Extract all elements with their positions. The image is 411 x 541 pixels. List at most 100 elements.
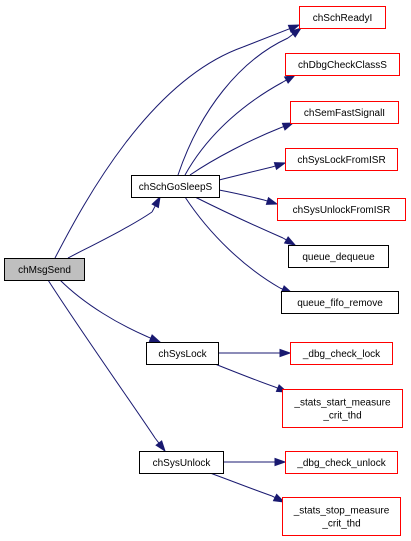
node-stats-stop-measure-crit-thd[interactable]: _stats_stop_measure _crit_thd	[282, 497, 401, 536]
edge-ch-sch-go-sleep-s-to-ch-sch-ready-i	[177, 27, 303, 176]
node-ch-sys-lock[interactable]: chSysLock	[146, 342, 219, 365]
node-label: queue_dequeue	[302, 252, 375, 263]
node-ch-msg-send[interactable]: chMsgSend	[4, 258, 85, 281]
node-label: chSysUnlockFromISR	[293, 205, 391, 216]
arrow-head-icon	[281, 122, 295, 131]
node-dbg-check-lock[interactable]: _dbg_check_lock	[290, 342, 393, 365]
node-label: _dbg_check_unlock	[296, 458, 386, 469]
arrow-head-icon	[274, 457, 287, 467]
edge-line	[54, 46, 244, 259]
edge-line	[59, 279, 149, 338]
nodes-layer: chMsgSend chSchGoSleepS chSysLock chSysUnlo…	[4, 6, 406, 536]
edge-ch-sch-go-sleep-s-to-queue-fifo-remove	[184, 196, 294, 294]
node-ch-sys-lock-from-isr[interactable]: chSysLockFromISR	[285, 148, 398, 171]
arrow-head-icon	[290, 27, 303, 38]
arrow-head-icon	[279, 348, 292, 358]
node-label: _stats_start_measure	[293, 398, 391, 409]
node-box[interactable]	[4, 258, 85, 281]
node-label: _crit_thd	[321, 519, 360, 530]
edge-ch-sch-go-sleep-s-to-ch-dbg-check-class-s	[184, 74, 297, 176]
node-box[interactable]	[146, 342, 219, 365]
edge-ch-sch-go-sleep-s-to-queue-dequeue	[194, 196, 297, 246]
node-label: chSchGoSleepS	[139, 182, 213, 193]
edge-connector	[271, 165, 276, 168]
arrow-head-icon	[151, 195, 161, 209]
node-label: chSysLockFromISR	[297, 155, 385, 166]
edge-ch-sys-lock-to-stats-start-measure-crit-thd	[214, 363, 289, 393]
node-queue-dequeue[interactable]: queue_dequeue	[288, 245, 389, 268]
node-box[interactable]	[288, 245, 389, 268]
node-ch-sem-fast-signal-i[interactable]: chSemFastSignalI	[290, 101, 399, 124]
edge-ch-sys-lock-to-dbg-check-lock	[218, 348, 292, 358]
node-box[interactable]	[285, 53, 400, 76]
node-box[interactable]	[285, 451, 398, 474]
edge-ch-sys-unlock-to-stats-stop-measure-crit-thd	[209, 472, 286, 503]
arrow-head-icon	[148, 334, 162, 343]
node-box[interactable]	[290, 101, 399, 124]
edge-ch-msg-send-to-ch-sys-lock	[59, 279, 162, 343]
arrow-head-icon	[265, 196, 279, 205]
edge-line	[214, 363, 276, 388]
node-box[interactable]	[290, 342, 393, 365]
edge-line	[47, 279, 156, 439]
edge-ch-msg-send-to-ch-sys-unlock	[47, 279, 166, 453]
node-ch-sys-unlock-from-isr[interactable]: chSysUnlockFromISR	[277, 198, 406, 221]
node-label: chDbgCheckClassS	[298, 60, 387, 71]
edge-connector	[263, 199, 268, 202]
edge-ch-sch-go-sleep-s-to-ch-sem-fast-signal-i	[189, 122, 295, 176]
node-box[interactable]	[282, 389, 403, 428]
edge-connector	[242, 28, 290, 48]
edge-ch-msg-send-to-ch-sch-go-sleep-s	[67, 195, 161, 259]
edge-connector	[151, 205, 156, 213]
node-label: _crit_thd	[322, 411, 361, 422]
node-box[interactable]	[277, 198, 406, 221]
node-box[interactable]	[285, 148, 398, 171]
node-box[interactable]	[282, 497, 401, 536]
node-dbg-check-unlock[interactable]: _dbg_check_unlock	[285, 451, 398, 474]
node-label: chSchReadyI	[313, 13, 372, 24]
edge-line	[184, 196, 281, 289]
node-box[interactable]	[139, 451, 224, 474]
edge-line	[177, 37, 289, 176]
node-ch-dbg-check-class-s[interactable]: chDbgCheckClassS	[285, 53, 400, 76]
edge-connector	[287, 33, 294, 39]
node-ch-sch-ready-i[interactable]: chSchReadyI	[299, 6, 386, 29]
edge-connector	[279, 126, 284, 129]
edge-line	[67, 211, 153, 259]
node-box[interactable]	[299, 6, 386, 29]
edge-line	[218, 189, 265, 201]
node-label: _stats_stop_measure	[293, 506, 390, 517]
node-label: chSysUnlock	[153, 458, 212, 469]
node-box[interactable]	[131, 175, 220, 198]
edge-ch-sys-unlock-to-dbg-check-unlock	[223, 457, 287, 467]
node-label: chMsgSend	[18, 265, 71, 276]
edge-line	[189, 127, 281, 176]
node-stats-start-measure-crit-thd[interactable]: _stats_start_measure _crit_thd	[282, 389, 403, 428]
arrow-head-icon	[283, 74, 297, 84]
arrow-head-icon	[272, 493, 286, 503]
edges-layer	[47, 24, 303, 503]
edge-line	[218, 166, 273, 181]
node-ch-sys-unlock[interactable]: chSysUnlock	[139, 451, 224, 474]
arrow-head-icon	[273, 162, 287, 171]
edge-line	[209, 472, 273, 497]
node-label: _dbg_check_lock	[302, 349, 381, 360]
edge-ch-msg-send-to-ch-sch-ready-i	[54, 24, 301, 259]
arrow-head-icon	[155, 440, 166, 453]
edge-line	[184, 81, 284, 176]
arrow-head-icon	[283, 236, 297, 246]
edge-ch-sch-go-sleep-s-to-ch-sys-unlock-from-isr	[218, 189, 279, 205]
edge-connector	[271, 495, 276, 498]
node-label: queue_fifo_remove	[297, 298, 383, 309]
edge-line	[194, 196, 284, 239]
edge-connector	[282, 237, 287, 241]
edge-ch-sch-go-sleep-s-to-ch-sys-lock-from-isr	[218, 162, 287, 181]
edge-connector	[282, 79, 287, 83]
edge-connector	[154, 437, 160, 444]
arrow-head-icon	[287, 24, 301, 33]
node-ch-sch-go-sleep-s[interactable]: chSchGoSleepS	[131, 175, 220, 198]
node-label: chSysLock	[158, 349, 207, 360]
node-box[interactable]	[281, 291, 399, 314]
node-queue-fifo-remove[interactable]: queue_fifo_remove	[281, 291, 399, 314]
